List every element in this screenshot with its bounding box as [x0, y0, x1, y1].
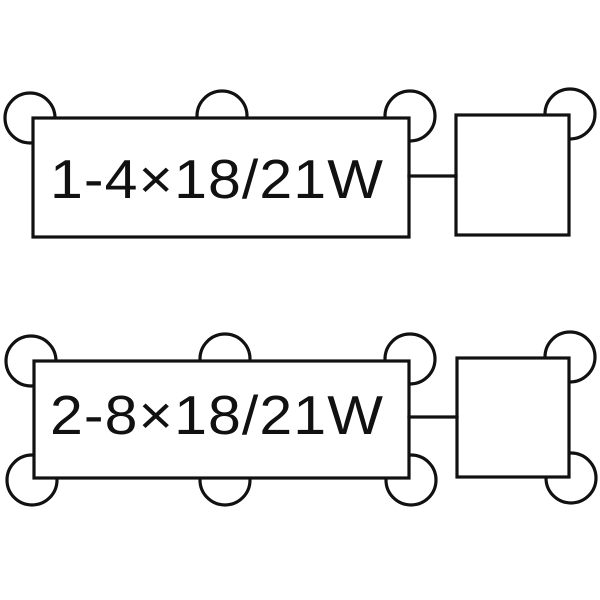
unit-2-group: 2-8×18/21W: [4, 330, 598, 507]
lamp-icon: [5, 453, 59, 507]
unit-2-main-box: [32, 359, 411, 480]
unit-2-aux-box: [455, 356, 571, 479]
unit-1-main-box: [31, 116, 411, 239]
unit-1-group: 1-4×18/21W: [3, 87, 597, 239]
lamp-icon: [384, 453, 438, 507]
unit-1-aux-box: [454, 113, 571, 237]
unit-1-label: 1-4×18/21W: [50, 148, 384, 210]
unit-2-label: 2-8×18/21W: [50, 384, 384, 446]
